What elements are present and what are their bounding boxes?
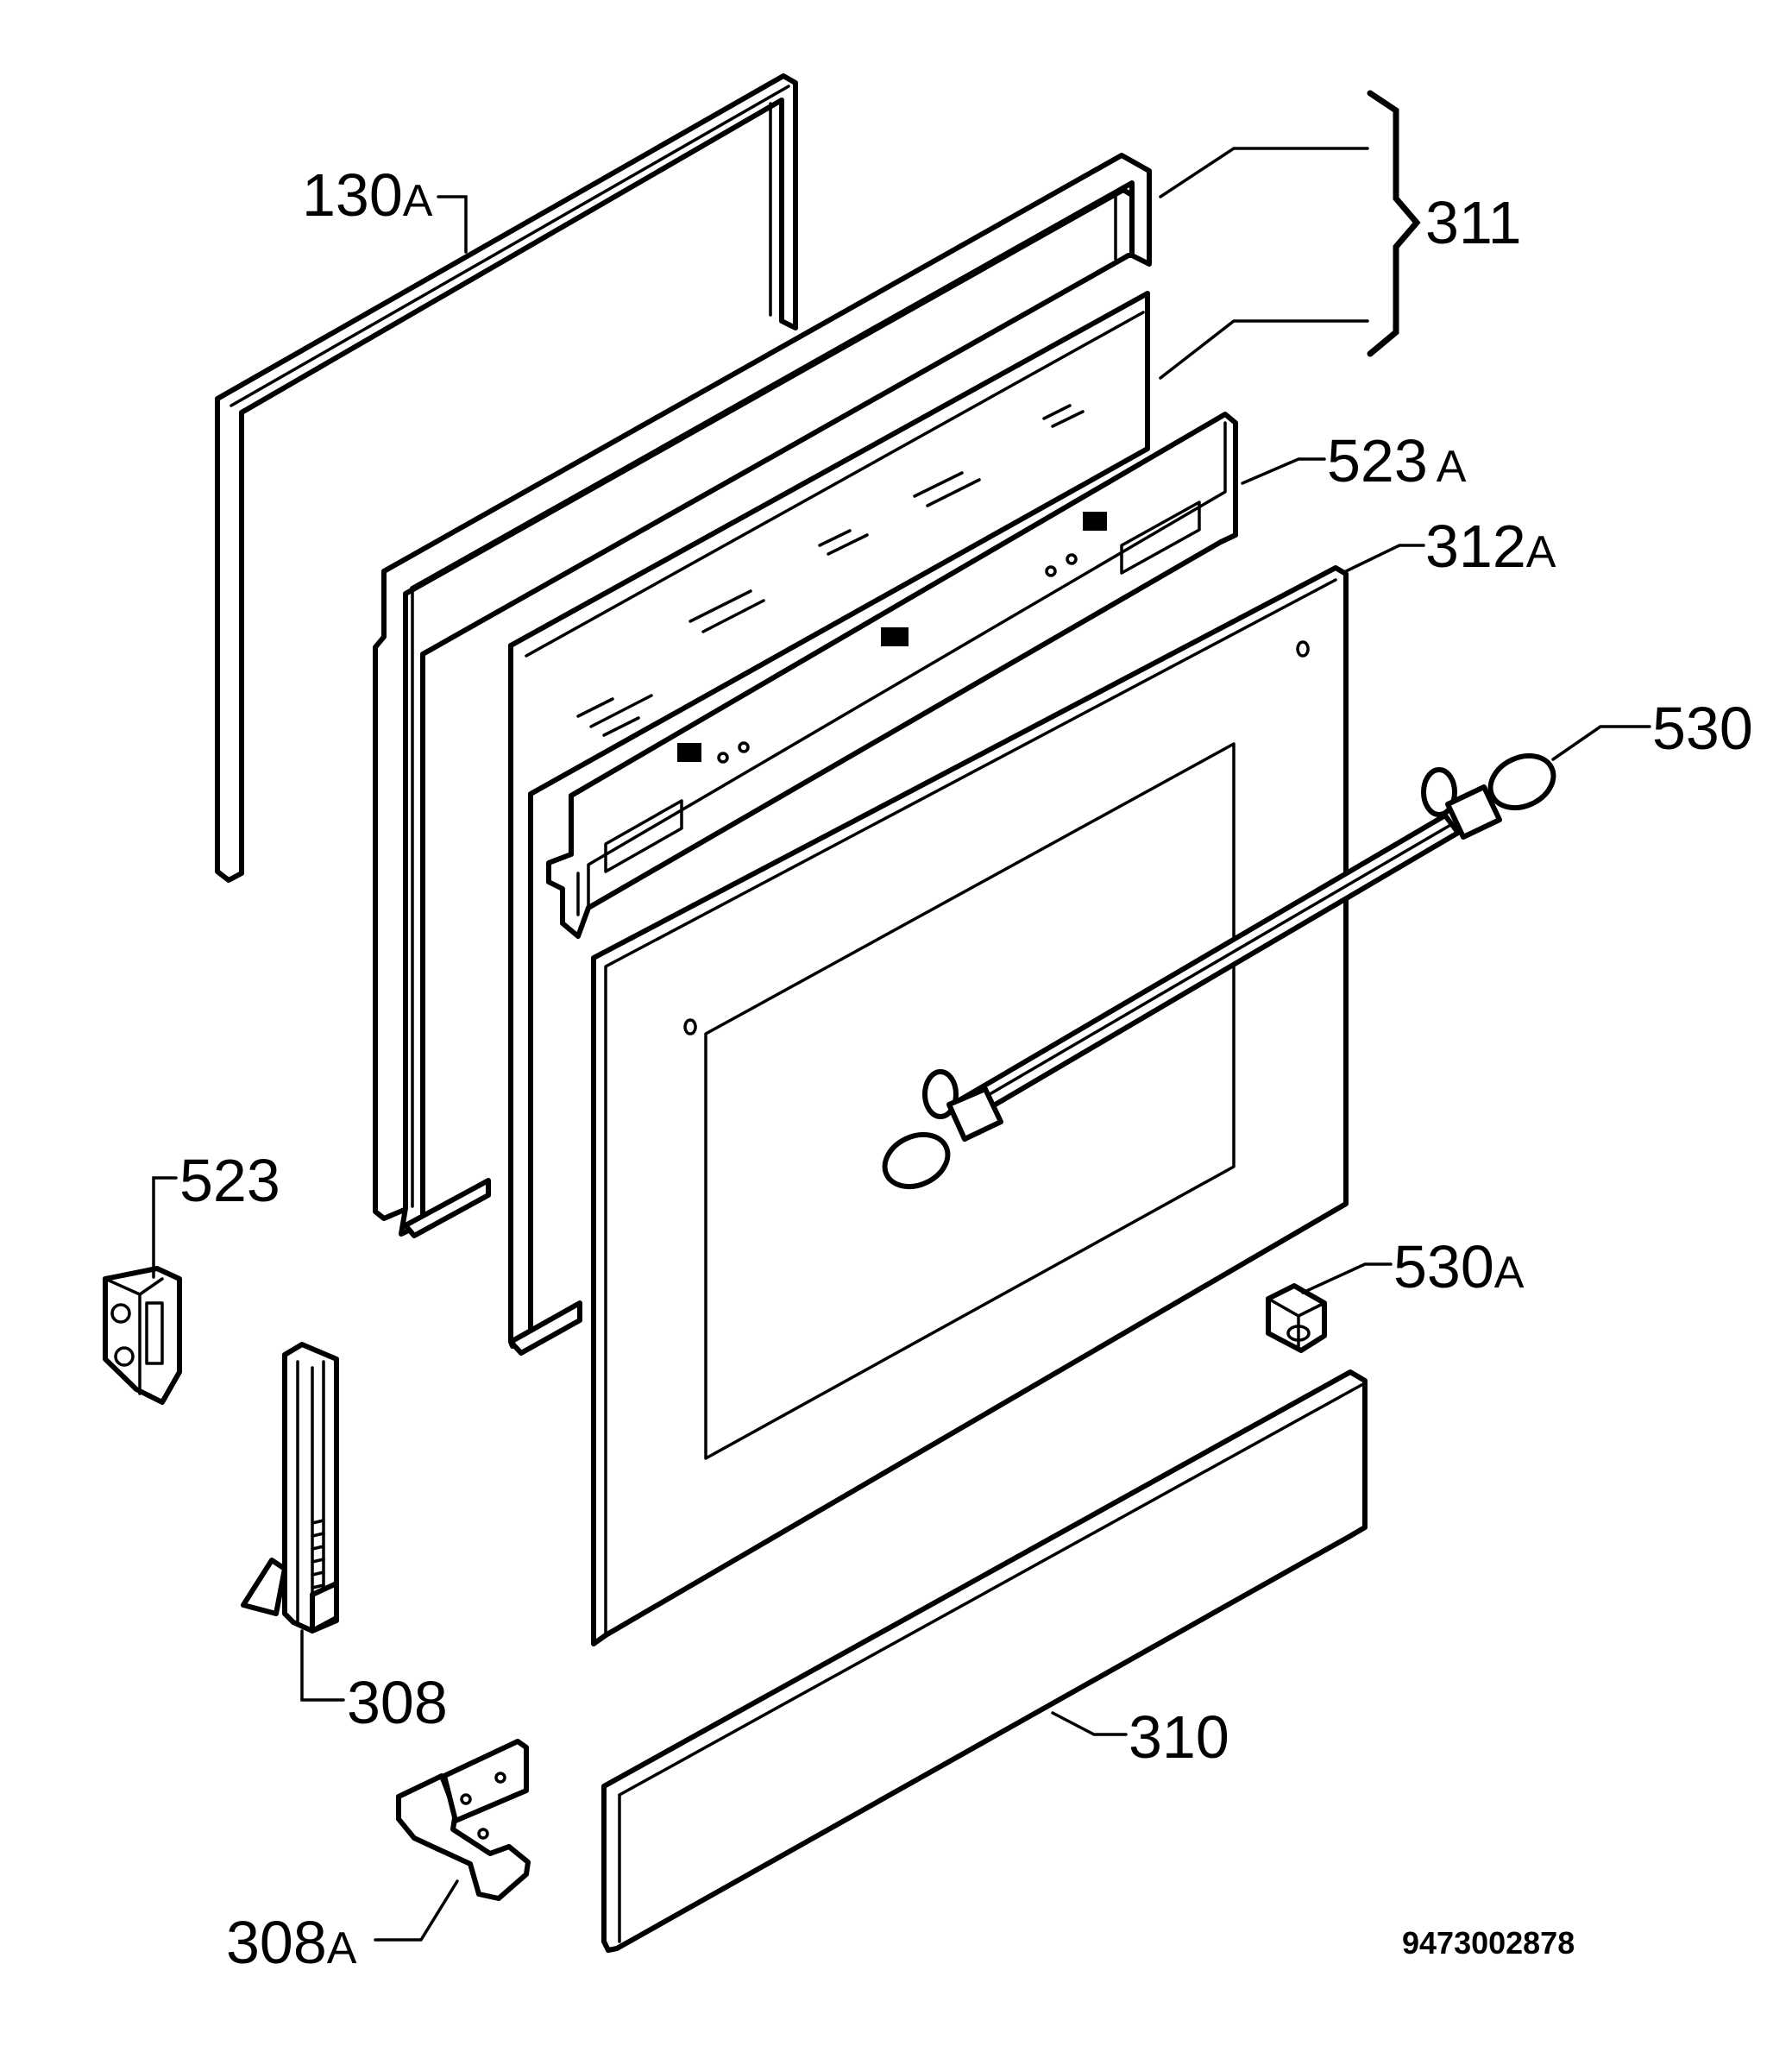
leader-312a xyxy=(1344,544,1425,573)
leader-311-lower xyxy=(1159,319,1369,380)
leader-310 xyxy=(1051,1711,1128,1736)
part-310-bottom-trim xyxy=(601,1369,1368,1953)
leader-130a xyxy=(437,195,468,254)
part-308-door-hinge xyxy=(241,1342,339,1634)
document-number: 9473002878 xyxy=(1402,1925,1575,1961)
part-308a-hinge-bracket xyxy=(396,1739,531,1901)
part-523-hinge-plate xyxy=(103,1266,182,1405)
part-530a-door-stop xyxy=(1266,1283,1327,1353)
part-130a-door-seal xyxy=(215,73,798,883)
leader-308 xyxy=(300,1629,345,1702)
leader-530a xyxy=(1301,1262,1393,1294)
label-130a: 130A xyxy=(302,161,433,229)
bracket-311 xyxy=(1367,90,1421,357)
leader-523 xyxy=(152,1176,178,1279)
glass-reflection-marks xyxy=(576,404,1085,737)
leader-530 xyxy=(1551,725,1651,761)
part-530-door-handle xyxy=(882,752,1556,1190)
leader-523a xyxy=(1241,457,1326,485)
leader-lines xyxy=(152,90,1651,1942)
label-523: 523 xyxy=(179,1147,280,1214)
label-310: 310 xyxy=(1129,1703,1229,1771)
label-312a: 312A xyxy=(1425,513,1556,580)
label-530a: 530A xyxy=(1393,1233,1525,1300)
hinge-spring xyxy=(311,1519,325,1589)
part-523a-door-bracket xyxy=(546,412,1238,939)
leader-308a xyxy=(374,1879,459,1942)
label-308: 308 xyxy=(347,1669,448,1736)
part-311-outer-glass-frame xyxy=(373,153,1152,1238)
leader-311-upper xyxy=(1159,147,1369,198)
part-311-glass-pane xyxy=(508,291,1150,1356)
label-530: 530 xyxy=(1652,695,1753,762)
label-308a: 308A xyxy=(226,1909,357,1976)
label-311: 311 xyxy=(1425,189,1522,256)
